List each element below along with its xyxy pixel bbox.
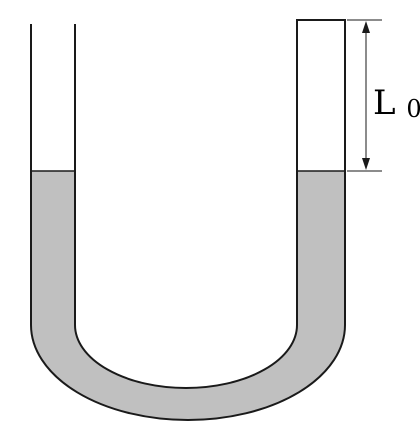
liquid-fill <box>31 171 345 420</box>
length-label-subscript: 0 <box>406 95 420 123</box>
dimension-arrow-down <box>362 158 370 170</box>
u-bend-outer <box>30 324 346 421</box>
dimension-arrow-up <box>362 21 370 33</box>
length-label-main: L <box>373 83 396 123</box>
u-bend-inner <box>74 324 298 389</box>
length-label: L 0 <box>373 83 420 123</box>
